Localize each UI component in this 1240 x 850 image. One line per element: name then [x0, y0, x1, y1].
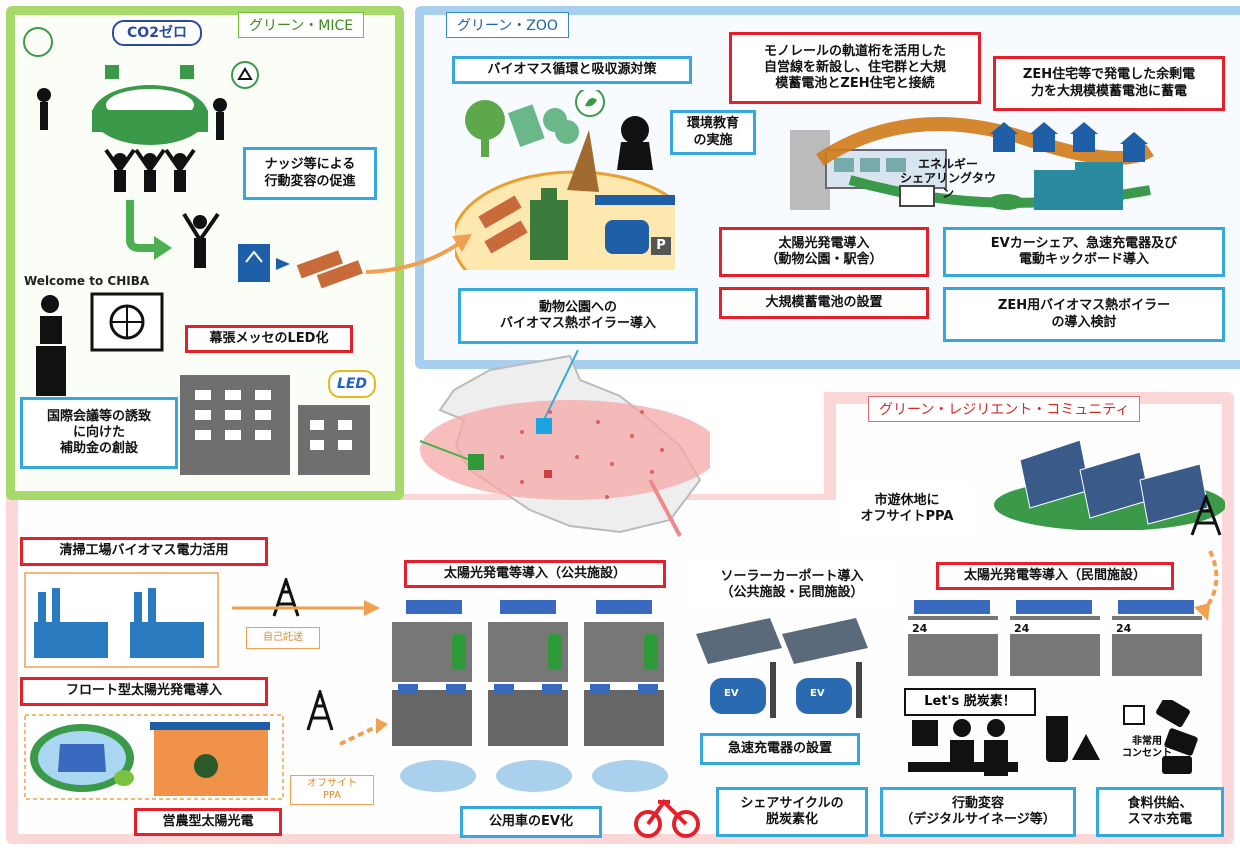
energy-sharing-town-illustration [790, 117, 1154, 210]
biomass-cycle-label: バイオマス循環と吸収源対策 [452, 56, 692, 84]
share-bicycle-icon [634, 798, 700, 838]
idle-land-solar-icon [994, 439, 1225, 530]
messe-building-icon [180, 375, 370, 475]
pylon-ppa-arrow [1190, 495, 1222, 621]
led-label: 幕張メッセのLED化 [185, 325, 353, 353]
nudge-label: ナッジ等による 行動変容の促進 [243, 147, 377, 200]
stadium-concert-icon [23, 27, 227, 192]
energy-town-text: エネルギー シェアリングタウン [899, 157, 996, 200]
ev-badge-1: EV [724, 688, 739, 699]
co2-zero-badge: CO2ゼロ [112, 20, 202, 46]
chiba-city-map [420, 350, 710, 537]
food-charging-label: 食料供給、 スマホ充電 [1096, 787, 1224, 837]
env-education-label: 環境教育 の実施 [670, 110, 756, 155]
solar-zoo-label: 太陽光発電導入 （動物公園・駅舎） [719, 227, 929, 277]
welcome-sign-text: Welcome to CHIBA [24, 274, 150, 288]
solar-private-label: 太陽光発電等導入（民間施設） [936, 562, 1174, 590]
zoo-boiler-label: 動物公園への バイオマス熱ボイラー導入 [458, 288, 698, 344]
self-wheeling-arrow [232, 578, 380, 617]
mice-to-zoo-arrow [365, 234, 472, 274]
recycle-flow-icon [126, 200, 363, 289]
quick-charger-label: 急速充電器の設置 [700, 733, 860, 765]
mice-zone-title: グリーン・MICE [238, 12, 365, 38]
cleaning-plant-label: 清掃工場バイオマス電力活用 [20, 537, 268, 566]
smartphone-charging-icon [1123, 700, 1198, 774]
solar-public-label: 太陽光発電等導入（公共施設） [404, 560, 666, 588]
public-facilities-illustration [392, 600, 668, 792]
float-agri-solar-icon [24, 714, 284, 800]
offsite-ppa-arrow [306, 690, 388, 746]
store-number-1: 24 [912, 622, 928, 635]
parking-sign: P [651, 237, 671, 255]
agri-solar-label: 営農型太陽光電 [134, 808, 282, 836]
public-ev-label: 公用車のEV化 [460, 806, 602, 838]
share-cycle-label: シェアサイクルの 脱炭素化 [716, 787, 868, 837]
store-behavior-icon [908, 716, 1100, 776]
emergency-outlet-text: 非常用 コンセント [1122, 736, 1172, 759]
monorail-label: モノレールの軌道桁を活用した 自営線を新設し、住宅群と大規 模蓄電池とZEH住宅… [729, 32, 981, 104]
solar-carport-label: ソーラーカーポート導入 （公共施設・民間施設） [692, 560, 892, 610]
store-number-3: 24 [1116, 622, 1132, 635]
zoo-zone-title: グリーン・ZOO [446, 12, 569, 38]
solar-carport-icon [696, 618, 868, 718]
zeh-surplus-label: ZEH住宅等で発電した余剰電 力を大規模模蓄電池に蓄電 [993, 56, 1225, 111]
battery-label: 大規模蓄電池の設置 [719, 287, 929, 319]
zeh-boiler-label: ZEH用バイオマス熱ボイラー の導入検討 [943, 287, 1225, 342]
biomass-zoo-illustration [455, 90, 675, 270]
ev-share-label: EVカーシェア、急速充電器及び 電動キックボード導入 [943, 227, 1225, 277]
cleaning-plant-icon [24, 572, 219, 668]
store-number-2: 24 [1014, 622, 1030, 635]
behavior-change-label: 行動変容 （デジタルサイネージ等） [880, 787, 1076, 837]
idle-land-ppa-label: 市遊休地に オフサイトPPA [842, 484, 972, 534]
self-wheeling-label: 自己託送 [246, 627, 320, 649]
convenience-stores-icon [908, 600, 1202, 676]
presenter-globe-icon [36, 292, 164, 396]
float-solar-label: フロート型太陽光発電導入 [20, 677, 268, 706]
conference-subsidy-label: 国際会議等の誘致 に向けた 補助金の創設 [20, 397, 178, 469]
recycle-speech-icon [231, 61, 259, 89]
ev-badge-2: EV [810, 688, 825, 699]
offsite-ppa-label: オフサイト PPA [290, 775, 374, 805]
led-speech-badge: LED [328, 370, 376, 398]
lets-decarb-sign: Let's 脱炭素！ [904, 688, 1036, 716]
community-zone-title: グリーン・レジリエント・コミュニティ [868, 396, 1141, 422]
